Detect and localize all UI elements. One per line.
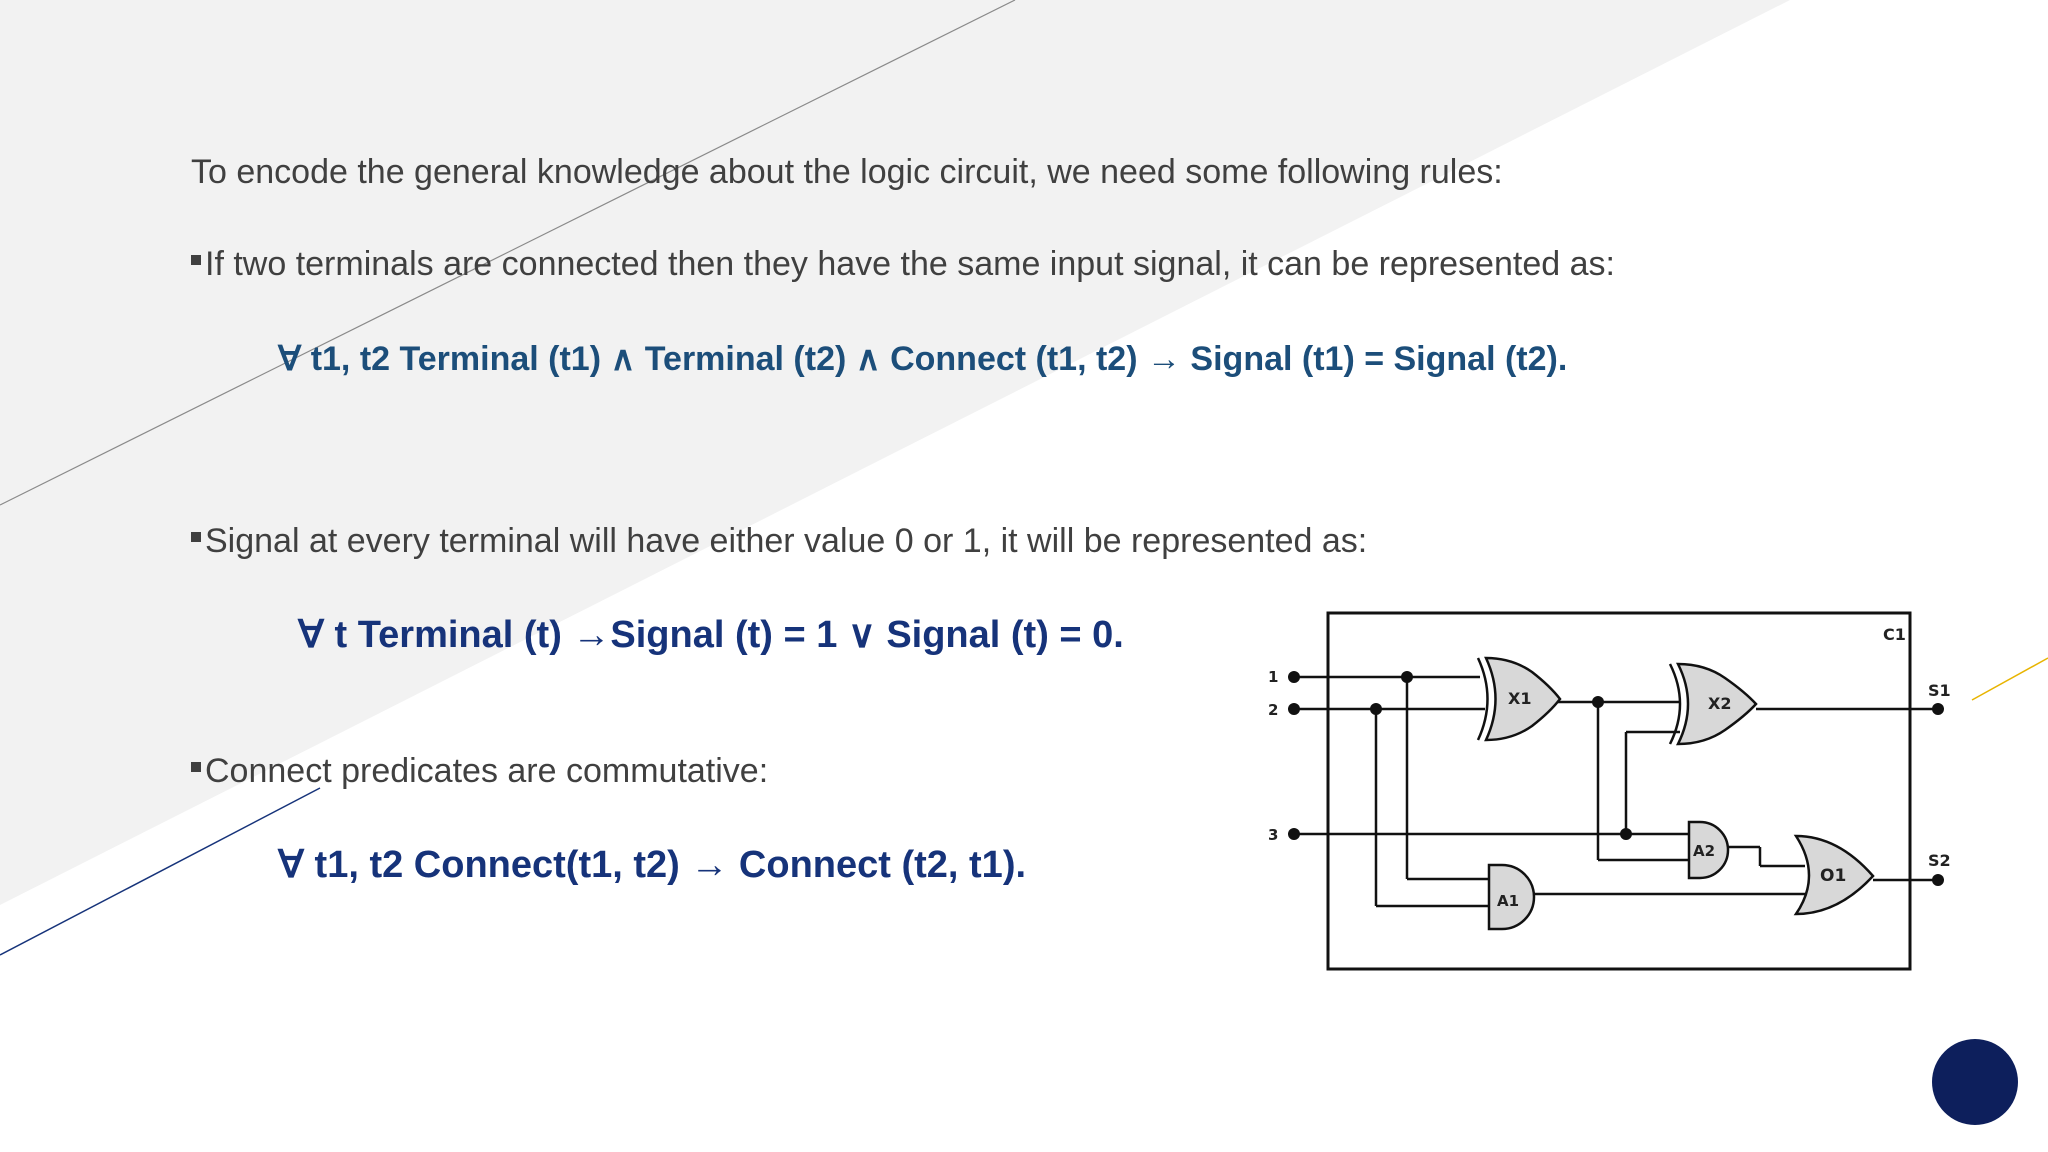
gate-x1-label: X1 [1508,689,1531,708]
input-1-label: 1 [1268,668,1278,686]
gate-a1-label: A1 [1497,892,1519,910]
gate-a2-label: A2 [1693,842,1715,860]
junction-dots [1288,671,1944,886]
logic-circuit-diagram: C1 X1 X2 [1246,586,1951,990]
rule-2-text: Signal at every terminal will have eithe… [191,522,1367,561]
gate-a2 [1687,820,1730,880]
circuit-label: C1 [1883,625,1906,644]
input-2-label: 2 [1268,701,1278,719]
intro-text: To encode the general knowledge about th… [191,153,1503,191]
gate-x2 [1668,662,1758,746]
bullet-icon [191,762,201,772]
circuit-box [1326,611,1912,971]
rule-1-text: If two terminals are connected then they… [191,245,1615,284]
rule-1-label: If two terminals are connected then they… [205,245,1615,283]
output-s1-label: S1 [1928,681,1951,700]
rule-3-formula: ∀ t1, t2 Connect(t1, t2) → Connect (t2, … [278,844,1027,886]
rule-3-text: Connect predicates are commutative: [191,752,768,791]
rule-2-label: Signal at every terminal will have eithe… [205,522,1368,560]
rule-2-formula: ∀ t Terminal (t) →Signal (t) = 1 ∨ Signa… [298,614,1124,656]
bullet-icon [191,532,201,542]
input-3-label: 3 [1268,826,1278,844]
gate-o1-label: O1 [1820,866,1846,886]
gate-x2-label: X2 [1708,694,1731,713]
bullet-icon [191,255,201,265]
rule-1-formula: ∀ t1, t2 Terminal (t1) ∧ Terminal (t2) ∧… [278,340,1568,378]
gate-x1 [1476,656,1562,742]
page-number-badge [1932,1039,2018,1125]
output-s2-label: S2 [1928,851,1951,870]
rule-3-label: Connect predicates are commutative: [205,752,769,790]
gate-a1 [1487,863,1536,931]
wires [1294,675,1938,908]
gate-o1 [1793,834,1875,916]
